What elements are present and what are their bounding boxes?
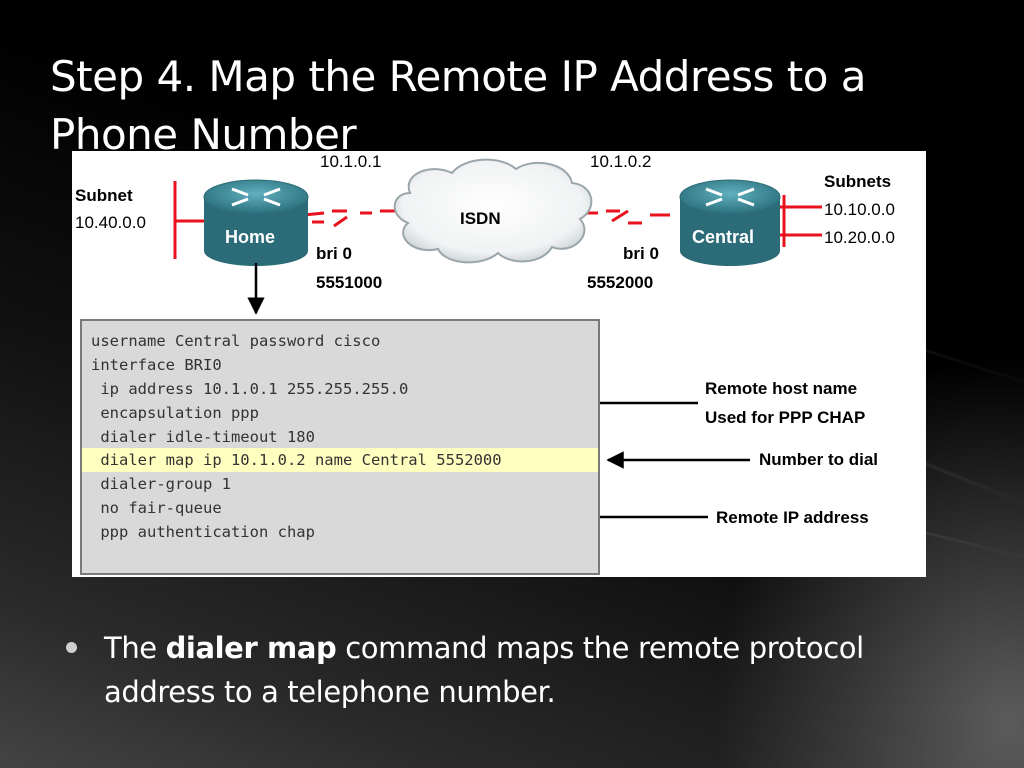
home-ip-label: 10.1.0.1	[320, 152, 382, 171]
callout-hostname-line1: Remote host name	[705, 379, 858, 398]
home-subnet-title: Subnet	[75, 186, 133, 205]
central-subnets-title: Subnets	[824, 172, 892, 191]
central-router-icon	[679, 179, 781, 266]
central-number-label: 5552000	[587, 273, 654, 292]
config-line: encapsulation ppp	[91, 404, 259, 422]
callout-number: Number to dial	[759, 450, 879, 469]
central-subnet-1: 10.10.0.0	[824, 200, 895, 219]
config-line: dialer idle-timeout 180	[91, 428, 315, 446]
config-line: username Central password cisco	[91, 332, 381, 350]
bullet-dot-icon	[66, 642, 77, 653]
home-router-icon	[203, 179, 309, 266]
callout-remote-ip: Remote IP address	[716, 508, 869, 527]
home-interface-label: bri 0	[316, 244, 352, 263]
slide-title: Step 4. Map the Remote IP Address to a P…	[50, 52, 867, 160]
central-interface-label: bri 0	[623, 244, 659, 263]
central-router-label: Central	[692, 227, 755, 247]
home-router-label: Home	[225, 227, 276, 247]
home-number-label: 5551000	[316, 273, 383, 292]
isdn-label: ISDN	[460, 209, 501, 228]
isdn-cloud-icon	[393, 158, 593, 264]
router-config-box: username Central password cisco interfac…	[80, 319, 600, 575]
config-line: interface BRI0	[91, 356, 222, 374]
config-line: ip address 10.1.0.1 255.255.255.0	[91, 380, 409, 398]
bullet-text-post: command maps the remote protocol address…	[104, 631, 864, 709]
central-subnet-2: 10.20.0.0	[824, 228, 895, 247]
config-line: no fair-queue	[91, 499, 222, 517]
isdn-link-central	[582, 209, 670, 225]
bullet-text-pre: The	[104, 631, 166, 665]
config-line: dialer-group 1	[91, 475, 231, 493]
bullet-text-bold: dialer map	[165, 631, 337, 665]
central-ip-label: 10.1.0.2	[590, 152, 652, 171]
isdn-link-home	[303, 209, 398, 228]
config-line: ppp authentication chap	[91, 523, 315, 541]
config-line-highlighted: dialer map ip 10.1.0.2 name Central 5552…	[82, 448, 598, 472]
bullet-item: The dialer map command maps the remote p…	[104, 626, 944, 714]
home-subnet-value: 10.40.0.0	[75, 213, 146, 232]
network-diagram: 10.1.0.1 10.1.0.2 ISDN Home Central Subn…	[72, 151, 926, 577]
callout-hostname-line2: Used for PPP CHAP	[705, 408, 866, 427]
